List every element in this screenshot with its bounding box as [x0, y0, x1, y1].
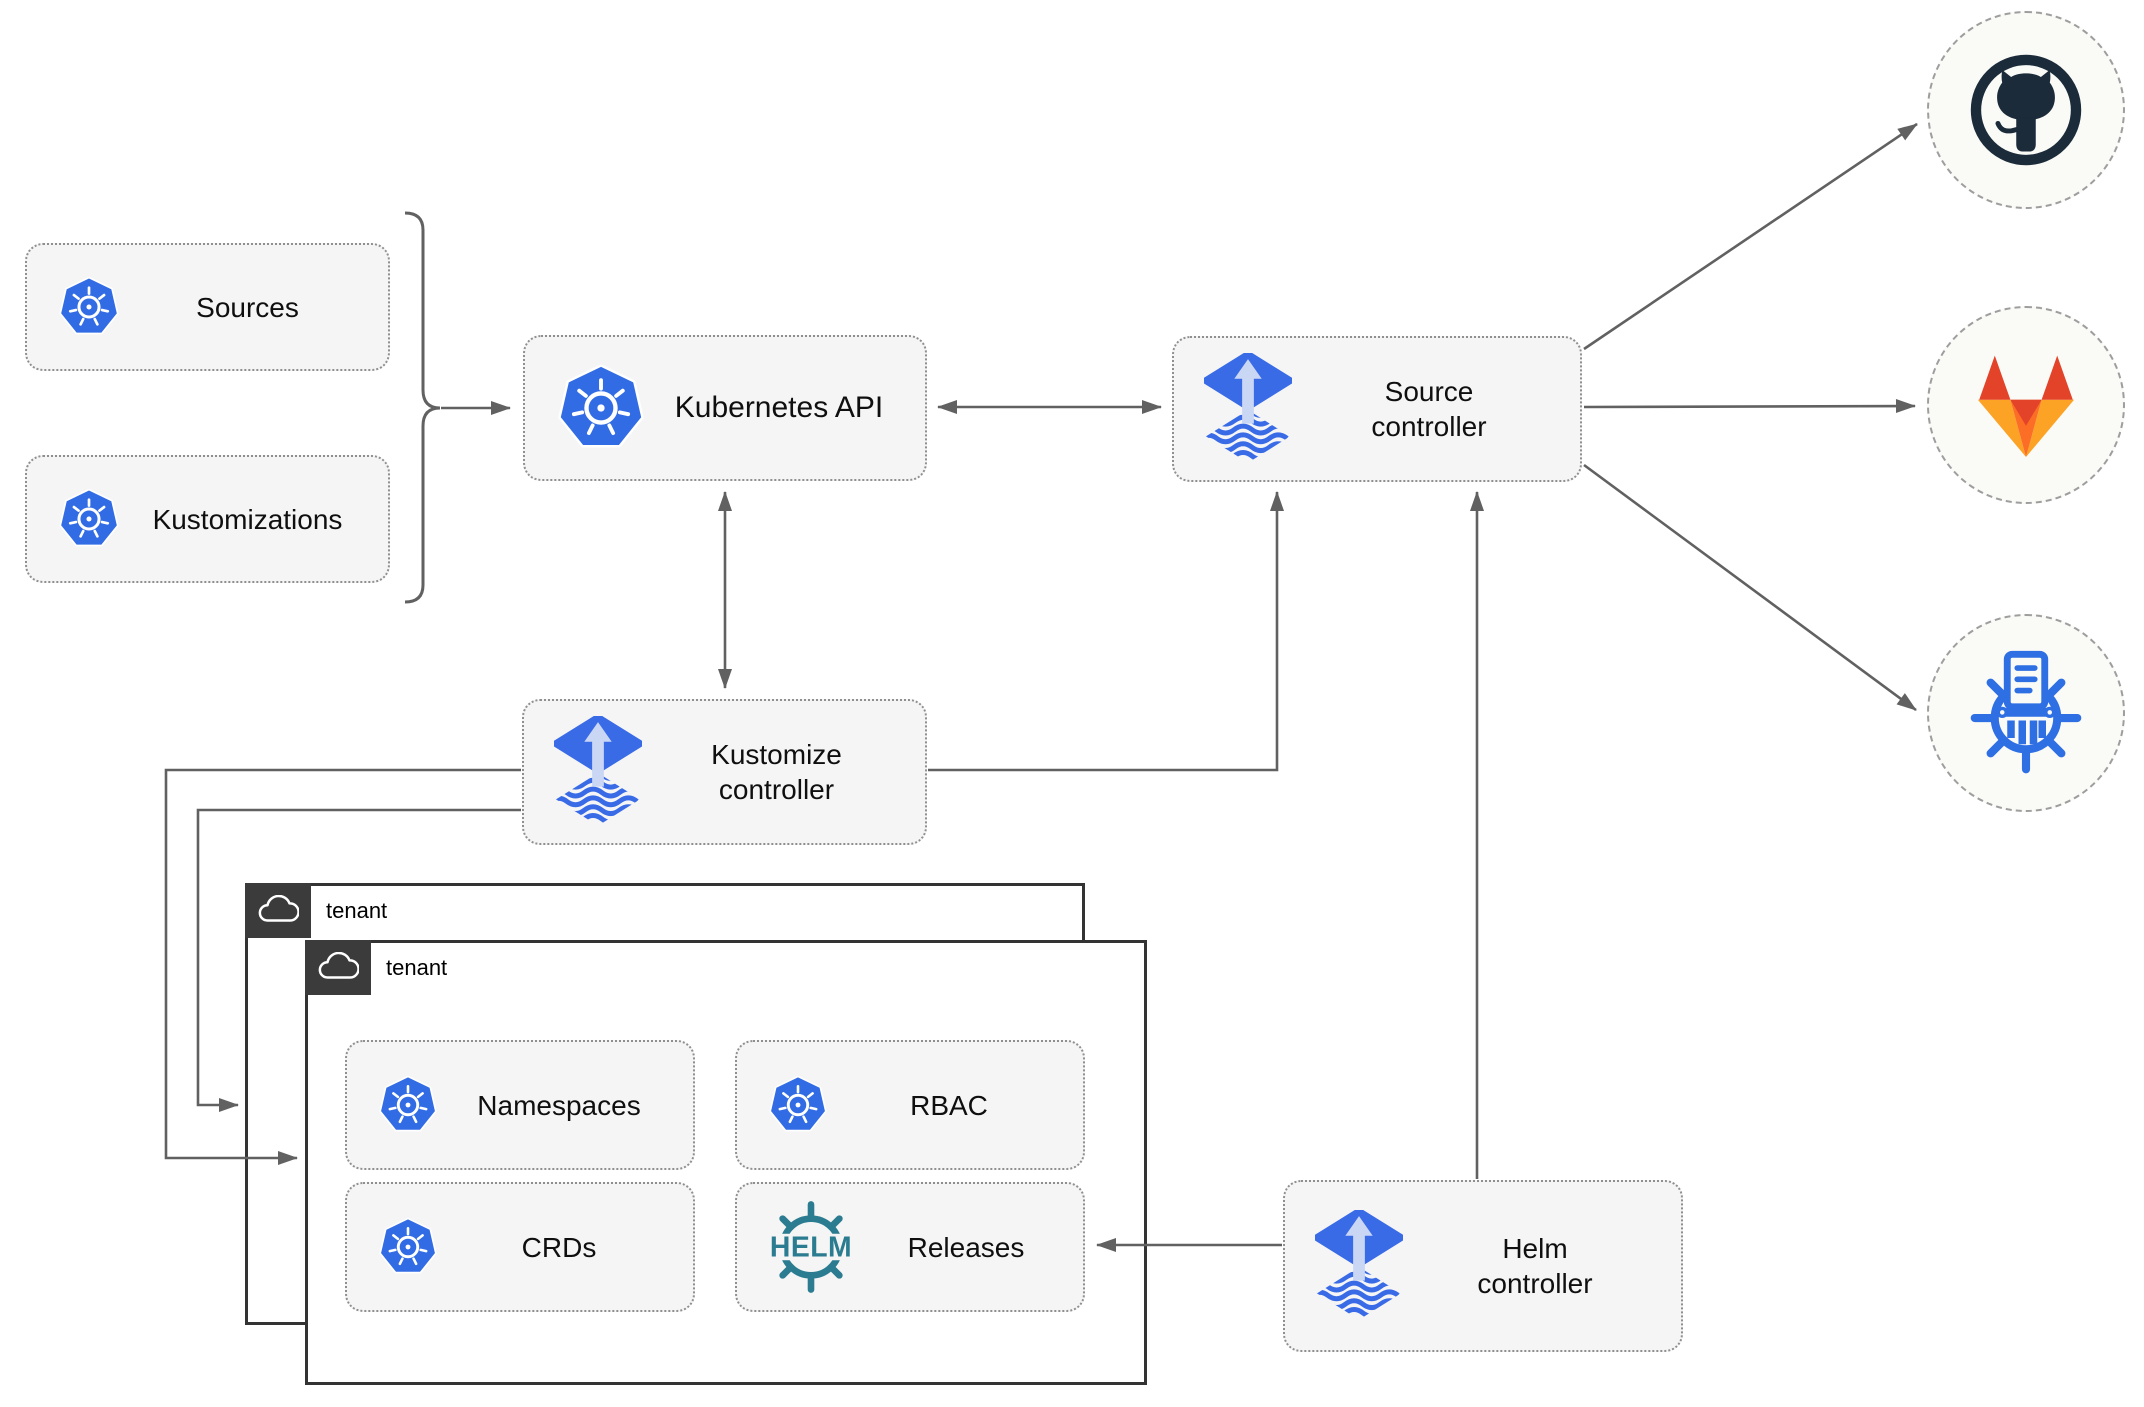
- cloud-icon: [245, 883, 311, 938]
- node-rbac: RBAC: [735, 1040, 1085, 1170]
- chartmuseum-registry-icon: [1970, 650, 2082, 774]
- tenant-inner-label: tenant: [386, 954, 448, 980]
- helm-logo-icon: HELM: [759, 1199, 863, 1295]
- node-crds: CRDs: [345, 1182, 695, 1312]
- kubernetes-icon: [767, 1075, 829, 1135]
- node-rbac-label: RBAC: [910, 1089, 988, 1121]
- node-sources: Sources: [25, 243, 390, 371]
- flux-icon: [1204, 353, 1292, 465]
- kubernetes-icon: [377, 1075, 439, 1135]
- flux-icon: [1315, 1210, 1403, 1322]
- node-releases-label: Releases: [907, 1231, 1025, 1263]
- node-namespaces-label: Namespaces: [477, 1089, 641, 1121]
- node-releases: HELM Releases: [735, 1182, 1085, 1312]
- gitlab-icon: [1977, 355, 2075, 457]
- node-kustomize-controller-label: Kustomize controller: [711, 739, 842, 805]
- endpoint-chart-repository: [1927, 614, 2125, 812]
- node-namespaces: Namespaces: [345, 1040, 695, 1170]
- node-kustomize-controller: Kustomize controller: [522, 699, 927, 845]
- endpoint-gitlab: [1927, 306, 2125, 504]
- kubernetes-icon: [555, 363, 647, 453]
- node-kubernetes-api: Kubernetes API: [523, 335, 927, 481]
- node-helm-controller: Helm controller: [1283, 1180, 1683, 1352]
- helm-logo-text: HELM: [770, 1231, 852, 1263]
- endpoint-github: [1927, 11, 2125, 209]
- tenant-outer-label: tenant: [326, 897, 388, 923]
- node-helm-controller-label: Helm controller: [1477, 1233, 1593, 1299]
- node-kustomizations: Kustomizations: [25, 455, 390, 583]
- node-kubernetes-api-label: Kubernetes API: [674, 391, 884, 425]
- kubernetes-icon: [377, 1217, 439, 1277]
- cloud-icon: [305, 940, 371, 995]
- node-crds-label: CRDs: [521, 1231, 597, 1263]
- flux-icon: [554, 716, 642, 828]
- node-source-controller: Source controller: [1172, 336, 1582, 482]
- node-sources-label: Sources: [196, 291, 299, 323]
- kubernetes-icon: [57, 488, 121, 550]
- node-kustomizations-label: Kustomizations: [152, 503, 343, 535]
- node-source-controller-label: Source controller: [1371, 376, 1487, 442]
- github-icon: [1970, 54, 2082, 166]
- kubernetes-icon: [57, 276, 121, 338]
